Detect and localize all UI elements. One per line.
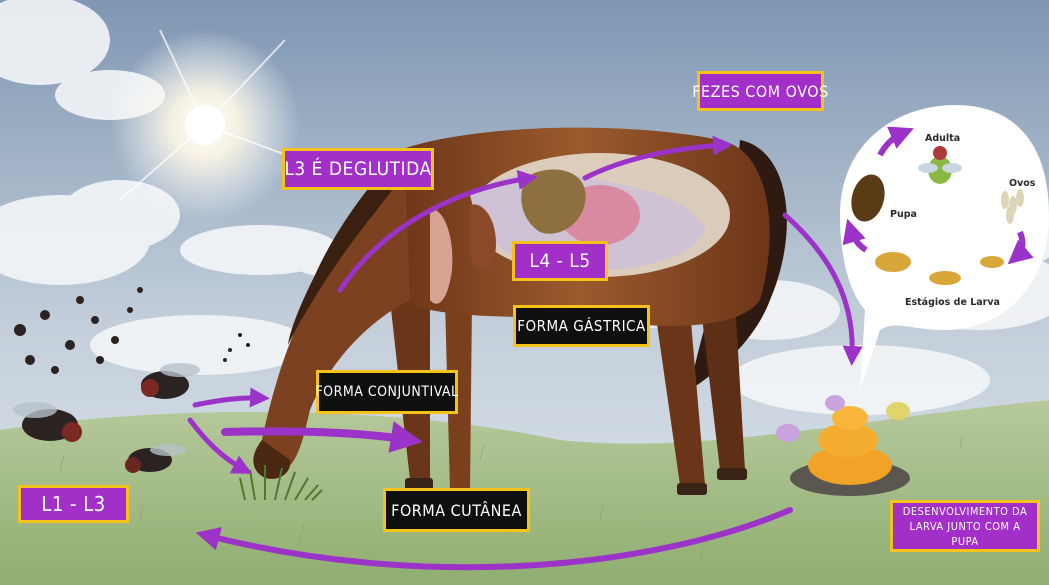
label-desenvolvimento: Desenvolvimento da larva junto com a pup… <box>890 500 1040 552</box>
label-l4-l5: L4 - L5 <box>512 241 608 281</box>
sun-icon <box>110 30 300 220</box>
cycle-label-estagios-larva: Estágios de Larva <box>905 297 1000 308</box>
cycle-label-pupa: Pupa <box>890 209 917 220</box>
label-forma-cutanea: Forma cutânea <box>383 488 530 532</box>
label-l1-l3: L1 - L3 <box>18 485 129 523</box>
label-forma-conjuntival: Forma conjuntival <box>316 370 458 414</box>
label-fezes-com-ovos: Fezes com ovos <box>697 71 824 111</box>
label-forma-gastrica: Forma gástrica <box>513 305 650 347</box>
cycle-label-ovos: Ovos <box>1009 178 1035 189</box>
cycle-label-adulta: Adulta <box>925 133 960 144</box>
label-l3-deglutida: L3 é deglutida <box>282 148 434 190</box>
